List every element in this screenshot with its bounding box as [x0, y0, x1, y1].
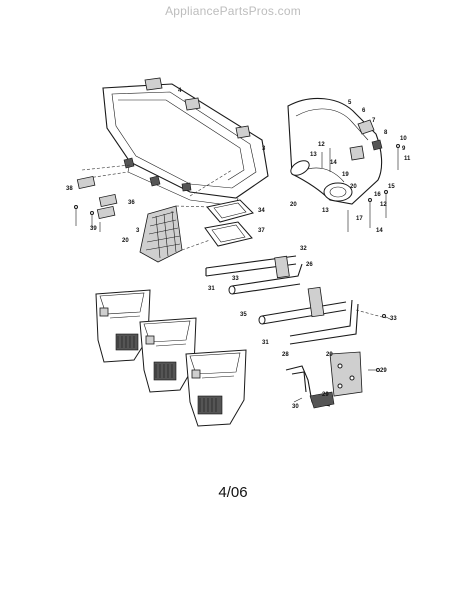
discharge-chute	[287, 97, 383, 205]
callout-37: 37	[258, 228, 265, 234]
grass-bag-2	[139, 317, 197, 393]
callout-33b: 33	[390, 316, 397, 322]
callout-32: 32	[300, 246, 307, 252]
callout-12b: 12	[380, 202, 387, 208]
callout-14b: 14	[376, 228, 383, 234]
callout-29: 29	[326, 352, 333, 358]
site-watermark: AppliancePartsPros.com	[165, 4, 301, 18]
callout-20: 20	[122, 238, 129, 244]
callout-13b: 13	[322, 208, 329, 214]
page-date-code: 4/06	[218, 484, 248, 501]
hinge-hardware-left	[74, 164, 131, 232]
callout-13: 13	[310, 152, 317, 158]
callout-29c: 29	[322, 392, 329, 398]
callout-12: 12	[318, 142, 325, 148]
callout-3: 3	[262, 146, 266, 152]
callout-16: 16	[374, 192, 381, 198]
adapter-gasket-lower	[204, 221, 253, 247]
bag-support-frame	[205, 255, 393, 345]
mounting-bracket	[285, 351, 380, 409]
callout-31b: 31	[262, 340, 269, 346]
callout-33: 33	[232, 276, 239, 282]
callout-10: 10	[400, 136, 407, 142]
callout-3b: 3	[136, 228, 140, 234]
callout-11: 11	[404, 156, 411, 162]
grass-bag-3	[185, 349, 247, 427]
callout-4: 4	[178, 88, 182, 94]
callout-36: 36	[128, 200, 135, 206]
callout-5: 5	[348, 100, 352, 106]
callout-29b: 29	[380, 368, 387, 374]
callout-35: 35	[240, 312, 247, 318]
callout-39: 39	[90, 226, 97, 232]
adapter-gasket-upper	[206, 199, 254, 223]
callout-19: 19	[342, 172, 349, 178]
callout-20c: 20	[350, 184, 357, 190]
callout-6: 6	[362, 108, 366, 114]
callout-28: 28	[282, 352, 289, 358]
callout-14: 14	[330, 160, 337, 166]
callout-17: 17	[356, 216, 363, 222]
callout-9: 9	[402, 146, 406, 152]
callout-34: 34	[258, 208, 265, 214]
screen-grille	[139, 205, 183, 263]
chute-fasteners	[321, 144, 400, 232]
callout-31: 31	[208, 286, 215, 292]
callout-15: 15	[388, 184, 395, 190]
callout-30: 30	[292, 404, 299, 410]
callout-20b: 20	[290, 202, 297, 208]
callout-labels: 4 3 38 36 39 3 20 34 37 5 6 7 8 10 9 11 …	[66, 88, 411, 410]
callout-8: 8	[384, 130, 388, 136]
callout-7: 7	[372, 118, 376, 124]
callout-26: 26	[306, 262, 313, 268]
bagger-hopper	[102, 77, 269, 207]
callout-38: 38	[66, 186, 73, 192]
grass-bag-1	[95, 289, 151, 363]
